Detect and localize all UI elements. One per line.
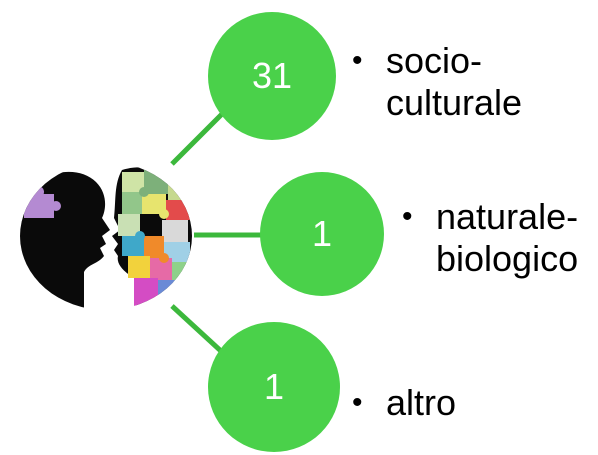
- label-line: culturale: [386, 82, 523, 123]
- label-line: biologico: [436, 238, 579, 279]
- bullet-icon: •: [352, 386, 363, 419]
- count-value: 31: [251, 55, 293, 96]
- count-circle-socio-culturale: 31: [208, 12, 336, 140]
- bullet-icon: •: [402, 200, 413, 233]
- connector-line-bottom: [170, 304, 224, 354]
- count-value: 1: [263, 366, 285, 407]
- count-value: 1: [311, 213, 333, 254]
- count-circle-naturale-biologico: 1: [260, 172, 384, 296]
- puzzle-head-silhouettes-icon: [20, 162, 192, 310]
- label-naturale-biologico: • naturale- biologico: [402, 196, 596, 280]
- label-line: altro: [386, 382, 457, 423]
- bullet-icon: •: [352, 44, 363, 77]
- label-line: naturale-: [436, 196, 579, 237]
- count-circle-altro: 1: [208, 322, 340, 452]
- label-line: socio-: [386, 40, 483, 81]
- label-socio-culturale: • socio- culturale: [352, 40, 576, 124]
- label-altro: • altro: [352, 382, 546, 424]
- connector-line-top: [170, 110, 226, 166]
